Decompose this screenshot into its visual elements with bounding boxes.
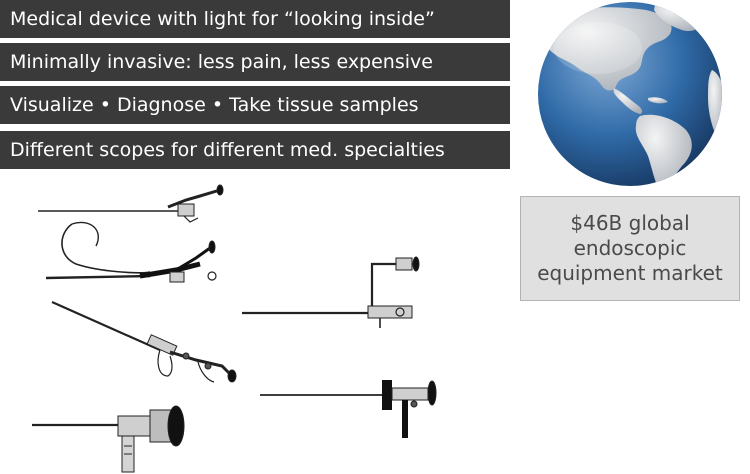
bullet-bar-looking-inside: Medical device with light for “looking i…: [0, 0, 510, 38]
flexible-scope-icon: [45, 221, 217, 283]
arthroscope-icon: [32, 405, 185, 473]
right-angle-scope-icon: [242, 256, 420, 328]
bullet-bar-different-scopes: Different scopes for different med. spec…: [0, 131, 510, 169]
endoscopes-illustration: [32, 184, 437, 473]
operating-scope-icon: [51, 300, 237, 383]
bullet-bar-minimally-invasive: Minimally invasive: less pain, less expe…: [0, 43, 510, 81]
rigid-thin-scope-icon: [38, 184, 224, 223]
bullet-bar-visualize-diagnose: Visualize • Diagnose • Take tissue sampl…: [0, 86, 510, 124]
cystoscope-icon: [260, 380, 437, 438]
market-size-text: $46B global endoscopic equipment market: [537, 211, 723, 285]
market-size-box: $46B global endoscopic equipment market: [520, 196, 740, 301]
globe-icon: [538, 2, 722, 186]
